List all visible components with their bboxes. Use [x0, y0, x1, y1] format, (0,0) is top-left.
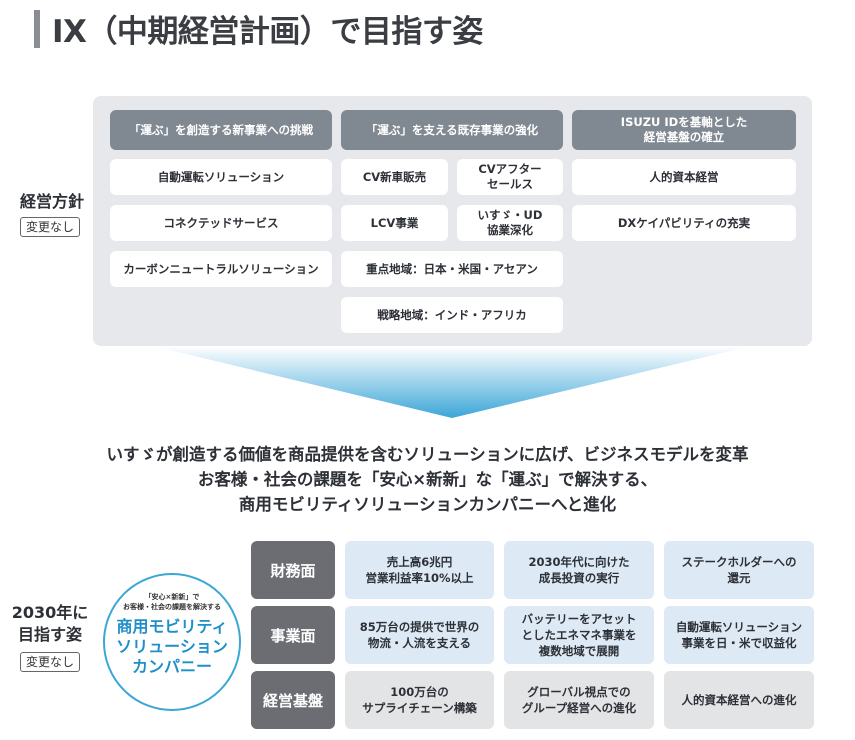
vision-cell: 売上高6兆円 営業利益率10%以上: [345, 541, 494, 599]
circle-subtext-line-2: お客様・社会の課題を解決する: [123, 603, 221, 611]
vision-cell: グローバル視点での グループ経営への進化: [504, 671, 654, 729]
statement-line-1: いすゞが創造する価値を商品提供を含むソリューションに広げ、ビジネスモデルを変革: [106, 445, 749, 464]
vision-cell: 2030年代に向けた 成長投資の実行: [504, 541, 654, 599]
vision-cell: 自動運転ソリューション 事業を日・米で収益化: [664, 606, 814, 664]
title-accent-bar: [34, 10, 40, 48]
policy-item: CV新車販売: [341, 159, 448, 195]
vision-label-line-2: 目指す姿: [17, 625, 82, 644]
policy-item: 自動運転ソリューション: [110, 159, 332, 195]
circle-title-line-3: カンパニー: [131, 657, 212, 676]
policy-label: 経営方針: [19, 192, 84, 211]
vision-cell: 人的資本経営への進化: [664, 671, 814, 729]
row-header-business: 事業面: [251, 606, 335, 664]
circle-title-line-2: ソリューション: [116, 637, 228, 656]
policy-item: CVアフター セールス: [457, 159, 563, 195]
vision-label-line-1: 2030年に: [11, 603, 89, 622]
policy-item: 重点地域：日本・米国・アセアン: [341, 251, 563, 287]
statement-line-3: 商用モビリティソリューションカンパニーへと進化: [238, 495, 617, 514]
policy-item: DXケイパビリティの充実: [572, 205, 796, 241]
row-header-financial: 財務面: [251, 541, 335, 599]
policy-item: コネクテッドサービス: [110, 205, 332, 241]
funnel-arrow-shape: [153, 346, 751, 418]
circle-subtext-line-1: 「安心×新新」で: [144, 593, 200, 601]
policy-item: カーボンニュートラルソリューション: [110, 251, 332, 287]
commercial-mobility-circle: 「安心×新新」で お客様・社会の課題を解決する 商用モビリティ ソリューション …: [103, 573, 241, 711]
page-title: IX（中期経営計画）で目指す姿: [52, 14, 483, 50]
policy-item: 人的資本経営: [572, 159, 796, 195]
vision-cell: ステークホルダーへの 還元: [664, 541, 814, 599]
row-header-management-foundation: 経営基盤: [251, 671, 335, 729]
policy-item: LCV事業: [341, 205, 448, 241]
vision-cell: 100万台の サプライチェーン構築: [345, 671, 494, 729]
policy-column-header-foundation: ISUZU IDを基軸とした 経営基盤の確立: [572, 110, 796, 150]
circle-title-line-1: 商用モビリティ: [116, 617, 228, 636]
vision-cell: バッテリーをアセット としたエネマネ事業を 複数地域で展開: [504, 606, 654, 664]
vision-cell: 85万台の提供で世界の 物流・人流を支える: [345, 606, 494, 664]
policy-column-header-new-business: 「運ぶ」を創造する新事業への挑戦: [110, 110, 332, 150]
vision-badge: 変更なし: [20, 652, 80, 672]
vision-label: 2030年に 目指す姿: [4, 602, 96, 646]
policy-item: 戦略地域：インド・アフリカ: [341, 297, 563, 333]
policy-item: いすゞ・UD 協業深化: [457, 205, 563, 241]
policy-badge: 変更なし: [20, 217, 80, 237]
policy-column-header-existing-business: 「運ぶ」を支える既存事業の強化: [341, 110, 563, 150]
statement-line-2: お客様・社会の課題を「安心×新新」な「運ぶ」で解決する、: [197, 470, 658, 489]
